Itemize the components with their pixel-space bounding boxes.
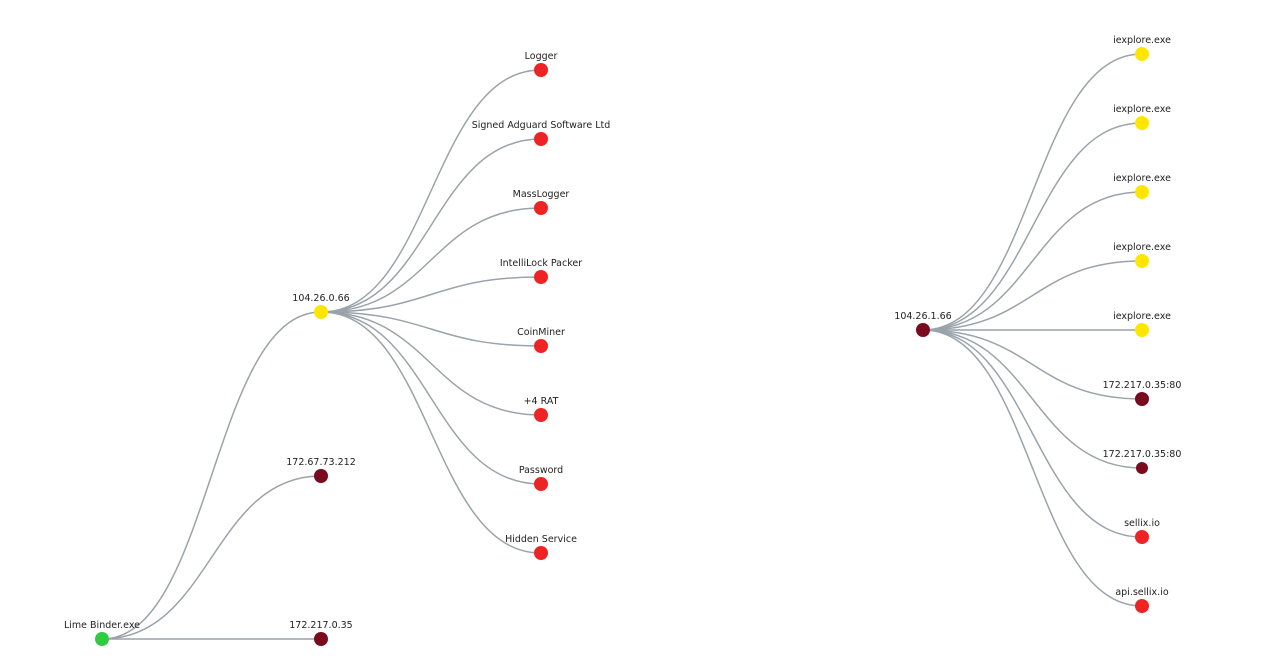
edge-104-26-1-66-to-iexplore-exe bbox=[922, 260, 1143, 331]
node-172-67-73-212[interactable]: 172.67.73.212 bbox=[286, 457, 356, 483]
node-marker[interactable] bbox=[534, 132, 548, 146]
node-label: Signed Adguard Software Ltd bbox=[472, 120, 611, 131]
node-lime-binder-exe[interactable]: Lime Binder.exe bbox=[64, 620, 140, 646]
node-marker[interactable] bbox=[314, 632, 328, 646]
node-iexplore-exe[interactable]: iexplore.exe bbox=[1113, 173, 1171, 199]
node-api-sellix-io[interactable]: api.sellix.io bbox=[1115, 587, 1169, 613]
node-label: 172.217.0.35:80 bbox=[1103, 449, 1182, 460]
node-label: Password bbox=[519, 465, 563, 476]
node-marker[interactable] bbox=[534, 408, 548, 422]
node-label: Lime Binder.exe bbox=[64, 620, 140, 631]
edge-104-26-0-66-to-logger bbox=[320, 69, 542, 313]
node-password[interactable]: Password bbox=[519, 465, 563, 491]
node-marker[interactable] bbox=[1135, 116, 1149, 130]
node-masslogger[interactable]: MassLogger bbox=[513, 189, 570, 215]
node-sellix-io[interactable]: sellix.io bbox=[1124, 518, 1160, 544]
node-intellilock-packer[interactable]: IntelliLock Packer bbox=[500, 258, 582, 284]
edge-104-26-1-66-to-sellix-io bbox=[922, 329, 1143, 538]
node-marker[interactable] bbox=[1135, 254, 1149, 268]
node-hidden-service[interactable]: Hidden Service bbox=[505, 534, 577, 560]
edge-104-26-0-66-to-coinminer bbox=[320, 311, 542, 347]
edge-104-26-0-66-to-intellilock-packer bbox=[320, 276, 542, 313]
node-signed-adguard-software-ltd[interactable]: Signed Adguard Software Ltd bbox=[472, 120, 611, 146]
node-label: Logger bbox=[525, 51, 558, 62]
node-logger[interactable]: Logger bbox=[525, 51, 558, 77]
node-marker[interactable] bbox=[534, 546, 548, 560]
node-172-217-0-35-80[interactable]: 172.217.0.35:80 bbox=[1103, 449, 1182, 474]
node-104-26-1-66[interactable]: 104.26.1.66 bbox=[894, 311, 952, 337]
node-marker[interactable] bbox=[534, 339, 548, 353]
node-label: IntelliLock Packer bbox=[500, 258, 582, 269]
node-172-217-0-35-80[interactable]: 172.217.0.35:80 bbox=[1103, 380, 1182, 406]
node-label: iexplore.exe bbox=[1113, 311, 1171, 322]
node-label: 172.217.0.35:80 bbox=[1103, 380, 1182, 391]
edge-lime-binder-to-104-26-0-66 bbox=[101, 311, 322, 640]
node-label: iexplore.exe bbox=[1113, 35, 1171, 46]
node-marker[interactable] bbox=[534, 477, 548, 491]
edge-104-26-1-66-to-iexplore-exe bbox=[922, 191, 1143, 331]
edge-104-26-0-66-to-password bbox=[320, 311, 542, 485]
edge-104-26-1-66-to-172-217-0-35-80 bbox=[922, 329, 1143, 469]
node-marker[interactable] bbox=[314, 305, 328, 319]
edge-104-26-0-66-to-signed-adguard-software-ltd bbox=[320, 138, 542, 313]
node-marker[interactable] bbox=[916, 323, 930, 337]
node-iexplore-exe[interactable]: iexplore.exe bbox=[1113, 242, 1171, 268]
node-marker[interactable] bbox=[314, 469, 328, 483]
node-marker[interactable] bbox=[95, 632, 109, 646]
node-marker[interactable] bbox=[534, 270, 548, 284]
node-172-217-0-35[interactable]: 172.217.0.35 bbox=[289, 620, 353, 646]
edge-lime-binder-to-172-67-73-212 bbox=[101, 475, 322, 640]
node-label: api.sellix.io bbox=[1115, 587, 1169, 598]
node-104-26-0-66[interactable]: 104.26.0.66 bbox=[292, 293, 350, 319]
node-label: iexplore.exe bbox=[1113, 242, 1171, 253]
node-marker[interactable] bbox=[1135, 392, 1149, 406]
node-coinminer[interactable]: CoinMiner bbox=[517, 327, 565, 353]
edges-layer bbox=[101, 53, 1143, 640]
node-marker[interactable] bbox=[534, 201, 548, 215]
node-marker[interactable] bbox=[1135, 323, 1149, 337]
node-label: iexplore.exe bbox=[1113, 173, 1171, 184]
node-label: +4 RAT bbox=[524, 396, 559, 407]
node-iexplore-exe[interactable]: iexplore.exe bbox=[1113, 35, 1171, 61]
node-marker[interactable] bbox=[1135, 47, 1149, 61]
node-marker[interactable] bbox=[1135, 599, 1149, 613]
node-marker[interactable] bbox=[1136, 462, 1148, 474]
edge-104-26-0-66-to-masslogger bbox=[320, 207, 542, 313]
edge-104-26-1-66-to-iexplore-exe bbox=[922, 122, 1143, 331]
edge-104-26-0-66-to-4-rat bbox=[320, 311, 542, 416]
node-label: Hidden Service bbox=[505, 534, 577, 545]
node-label: 104.26.1.66 bbox=[894, 311, 951, 322]
node-iexplore-exe[interactable]: iexplore.exe bbox=[1113, 104, 1171, 130]
edge-104-26-1-66-to-172-217-0-35-80 bbox=[922, 329, 1143, 400]
node-marker[interactable] bbox=[534, 63, 548, 77]
node-label: iexplore.exe bbox=[1113, 104, 1171, 115]
node-marker[interactable] bbox=[1135, 185, 1149, 199]
edge-104-26-1-66-to-iexplore-exe bbox=[922, 53, 1143, 331]
node-label: MassLogger bbox=[513, 189, 570, 200]
node-marker[interactable] bbox=[1135, 530, 1149, 544]
node-label: sellix.io bbox=[1124, 518, 1160, 529]
node-label: CoinMiner bbox=[517, 327, 565, 338]
edge-104-26-0-66-to-hidden-service bbox=[320, 311, 542, 554]
node-4-rat[interactable]: +4 RAT bbox=[524, 396, 559, 422]
node-label: 104.26.0.66 bbox=[292, 293, 349, 304]
node-label: 172.67.73.212 bbox=[286, 457, 356, 468]
node-iexplore-exe[interactable]: iexplore.exe bbox=[1113, 311, 1171, 337]
edge-104-26-1-66-to-api-sellix-io bbox=[922, 329, 1143, 607]
node-label: 172.217.0.35 bbox=[289, 620, 352, 631]
